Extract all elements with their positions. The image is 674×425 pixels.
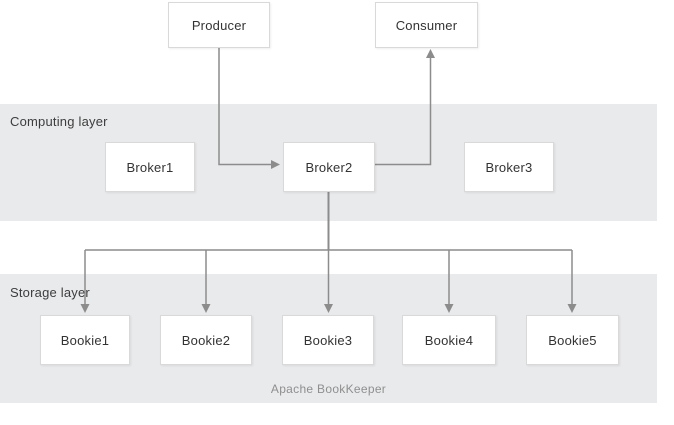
node-bookie5: Bookie5 xyxy=(526,315,619,365)
arrowhead-into-consumer xyxy=(426,49,435,58)
apache-bookkeeper-caption: Apache BookKeeper xyxy=(270,382,387,396)
node-bookie2: Bookie2 xyxy=(160,315,252,365)
node-producer: Producer xyxy=(168,2,270,48)
node-broker1: Broker1 xyxy=(105,142,195,192)
node-broker2: Broker2 xyxy=(283,142,375,192)
node-bookie4: Bookie4 xyxy=(402,315,496,365)
node-broker3: Broker3 xyxy=(464,142,554,192)
node-bookie1: Bookie1 xyxy=(40,315,130,365)
node-consumer: Consumer xyxy=(375,2,478,48)
computing-layer-label: Computing layer xyxy=(10,114,108,129)
node-bookie3: Bookie3 xyxy=(282,315,374,365)
storage-layer-label: Storage layer xyxy=(10,285,90,300)
